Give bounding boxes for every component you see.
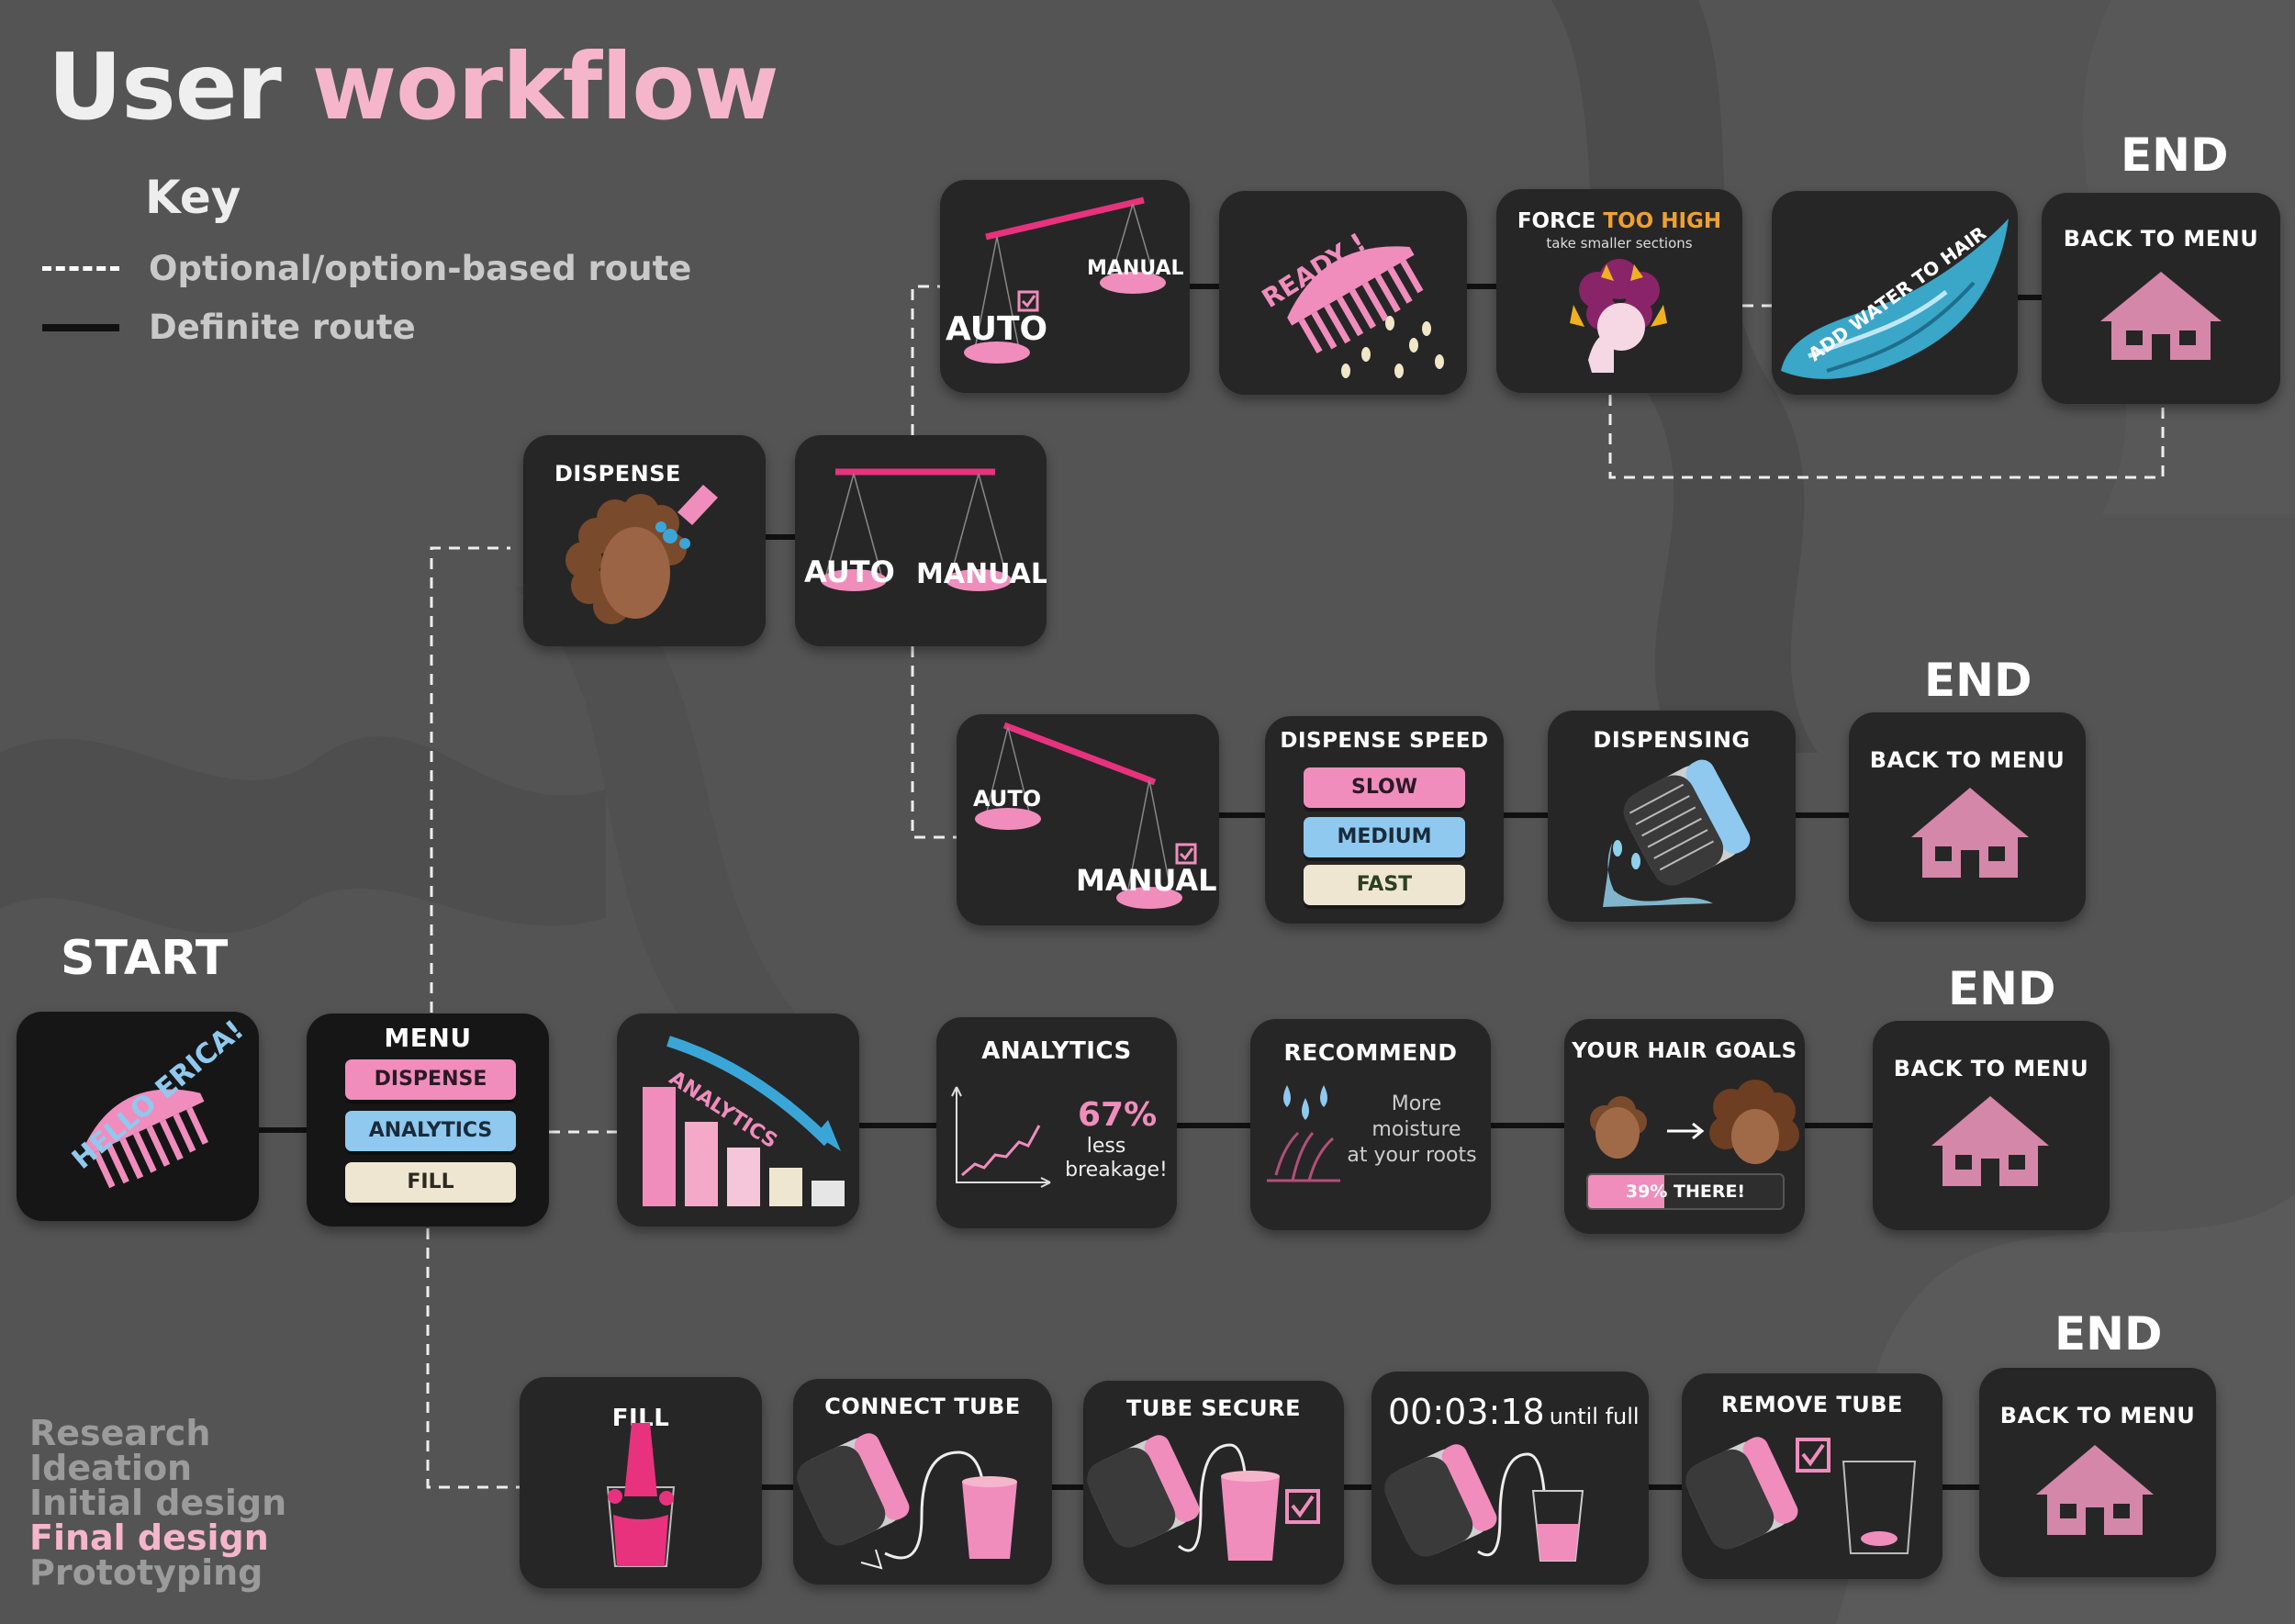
goal-progress-bar: 39% THERE! [1586,1173,1785,1210]
home-icon [1849,712,2086,922]
analytics-intro-card[interactable]: ANALYTICS [617,1014,859,1226]
page-title: User workflow [48,33,778,140]
menu-title: MENU [307,1023,549,1053]
key-definite-label: Definite route [149,308,416,347]
hair-head-icon [523,435,766,646]
end-label-fill: END [2054,1307,2163,1361]
menu-fill-button[interactable]: FILL [345,1162,516,1203]
end-label-analytics: END [1948,962,2056,1015]
analytics-stat: 67% [1078,1096,1157,1134]
mode-auto-label[interactable]: AUTO [804,554,895,589]
menu-dispense-button[interactable]: DISPENSE [345,1059,516,1100]
stage-final-design: Final design [29,1520,286,1555]
dispense-card[interactable]: DISPENSE [523,435,766,646]
key-title: Key [145,171,241,224]
recommend-card: RECOMMEND More moisture at your roots [1250,1019,1491,1230]
fill-card[interactable]: FILL [520,1377,762,1588]
comb-drops-icon [1219,191,1467,395]
stage-research: Research [29,1416,286,1450]
start-label: START [61,931,228,986]
end-label-manual: END [1924,654,2032,707]
analytics-stat-line1: less [1056,1135,1157,1158]
home-icon [1979,1368,2216,1577]
auto-selected-card[interactable]: AUTO MANUAL [940,180,1190,393]
speed-fast-button[interactable]: FAST [1304,865,1465,905]
filling-icon [1371,1372,1649,1585]
stage-ideation: Ideation [29,1450,286,1485]
goal-text: THERE! [1674,1182,1745,1202]
home-icon [2042,193,2280,404]
ready-card: READY ! [1219,191,1467,395]
scale-tilted-auto-icon [940,180,1190,393]
goal-progress-text: 39% THERE! [1588,1182,1783,1202]
analytics-card: ANALYTICS 67% less breakage! [936,1017,1177,1228]
mode-select-card[interactable]: AUTO MANUAL [795,435,1047,646]
design-stage-list: Research Ideation Initial design Final d… [29,1416,286,1590]
home-icon [1873,1021,2110,1230]
dashed-line-swatch [42,266,119,271]
connect-tube-card: CONNECT TUBE [793,1379,1052,1585]
back-to-menu-manual[interactable]: BACK TO MENU [1849,712,2086,922]
remove-tube-card: REMOVE TUBE [1682,1373,1942,1579]
force-too-high-card: FORCE TOO HIGH take smaller sections [1496,189,1742,393]
stage-initial-design: Initial design [29,1485,286,1520]
stage-prototyping: Prototyping [29,1555,286,1590]
goal-pct: 39% [1626,1182,1667,1202]
back-to-menu-analytics[interactable]: BACK TO MENU [1873,1021,2110,1230]
title-part1: User [48,33,281,140]
key-optional-label: Optional/option-based route [149,249,691,288]
tube-secure-icon [1083,1381,1344,1585]
back-to-menu-auto[interactable]: BACK TO MENU [2042,193,2280,404]
title-part2: workflow [312,33,778,140]
tube-secure-card: TUBE SECURE [1083,1381,1344,1585]
dispensing-card: DISPENSING [1548,711,1796,922]
rec-line1: More [1342,1092,1491,1115]
add-water-card: ADD WATER TO HAIR [1772,191,2018,395]
filling-timer-card: 00:03:18 until full [1371,1372,1649,1585]
balance-scale-icon [795,435,1047,646]
menu-card: MENU DISPENSE ANALYTICS FILL [307,1014,549,1226]
speed-title: DISPENSE SPEED [1265,729,1504,753]
dispenser-brush-icon [1548,711,1796,922]
auto-label-small: AUTO [973,786,1041,812]
dispense-speed-card: DISPENSE SPEED SLOW MEDIUM FAST [1265,716,1504,924]
auto-label-selected: AUTO [946,310,1047,348]
key-optional-row: Optional/option-based route [42,249,691,288]
manual-label-selected: MANUAL [1076,863,1217,898]
manual-label-small: MANUAL [1087,257,1184,280]
connect-tube-icon [793,1379,1052,1585]
speed-slow-button[interactable]: SLOW [1304,767,1465,808]
remove-tube-icon [1682,1373,1942,1579]
rec-line2: moisture [1342,1118,1491,1141]
start-card[interactable]: HELLO ERICA! [17,1012,259,1221]
manual-selected-card[interactable]: AUTO MANUAL [957,714,1219,925]
back-to-menu-fill[interactable]: BACK TO MENU [1979,1368,2216,1577]
analytics-stat-line2: breakage! [1056,1159,1177,1182]
solid-line-swatch [42,324,119,331]
end-label-auto: END [2121,129,2229,182]
speed-medium-button[interactable]: MEDIUM [1304,817,1465,857]
rec-line3: at your roots [1333,1144,1491,1167]
bottle-fill-icon [520,1377,762,1588]
hair-goals-card: YOUR HAIR GOALS 39% THERE! [1564,1019,1805,1234]
menu-analytics-button[interactable]: ANALYTICS [345,1111,516,1151]
warning-head-icon [1496,189,1742,393]
key-definite-row: Definite route [42,308,416,347]
mode-manual-label[interactable]: MANUAL [916,558,1047,590]
